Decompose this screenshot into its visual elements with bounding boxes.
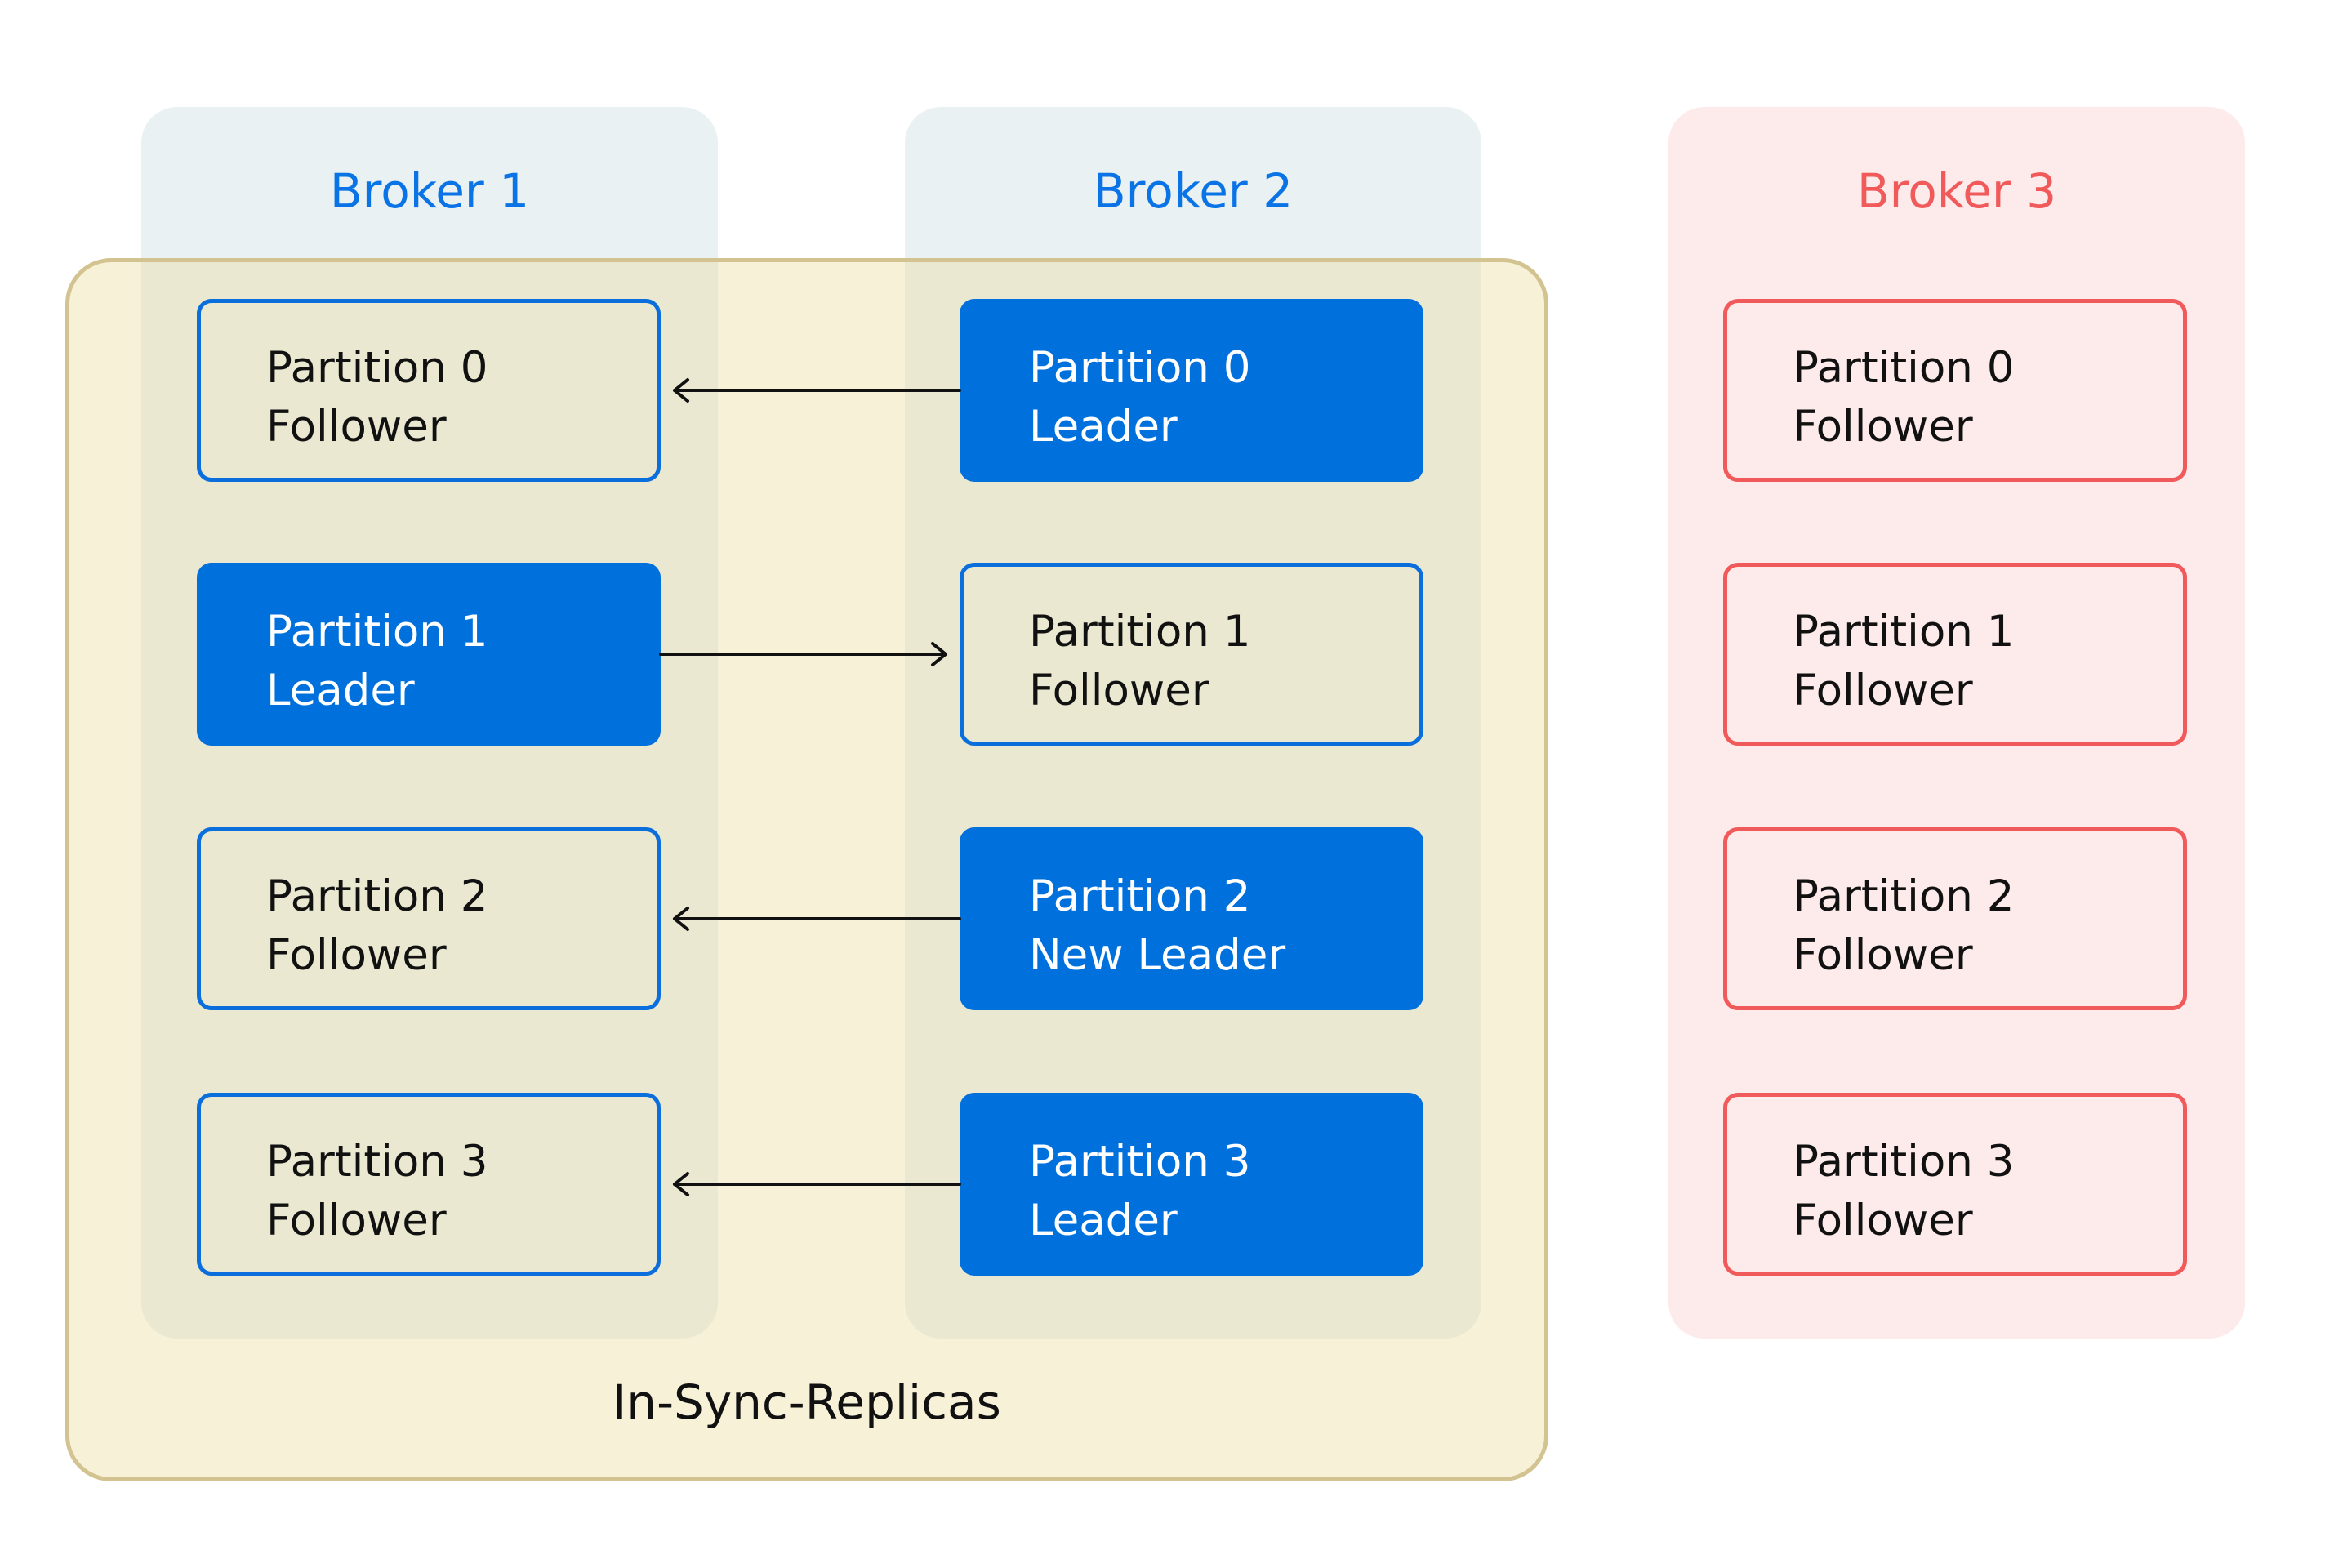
partition-role: Follower	[1793, 1196, 1973, 1245]
broker-1-partition-3: Partition 3 Follower	[197, 1093, 661, 1276]
partition-name: Partition 2	[1793, 871, 2015, 921]
broker-3-partition-0: Partition 0 Follower	[1723, 299, 2187, 482]
partition-name: Partition 0	[1029, 343, 1251, 393]
broker-2-title: Broker 2	[1093, 163, 1294, 219]
partition-name: Partition 2	[1029, 871, 1251, 921]
partition-name: Partition 1	[1029, 607, 1251, 657]
partition-role: Follower	[266, 1196, 447, 1245]
partition-name: Partition 1	[266, 607, 488, 657]
partition-name: Partition 0	[1793, 343, 2015, 393]
partition-role: Leader	[1029, 402, 1178, 452]
partition-role: Follower	[266, 930, 447, 980]
partition-name: Partition 1	[1793, 607, 2015, 657]
broker-2-partition-0: Partition 0 Leader	[960, 299, 1423, 482]
partition-role: Leader	[1029, 1196, 1178, 1245]
partition-name: Partition 3	[1793, 1137, 2015, 1187]
partition-role: Leader	[266, 666, 415, 715]
partition-role: Follower	[266, 402, 447, 452]
broker-2-partition-1: Partition 1 Follower	[960, 563, 1423, 746]
partition-role: New Leader	[1029, 930, 1286, 980]
partition-name: Partition 2	[266, 871, 488, 921]
isr-label: In-Sync-Replicas	[612, 1374, 1001, 1430]
broker-3-partition-1: Partition 1 Follower	[1723, 563, 2187, 746]
broker-2-partition-2: Partition 2 New Leader	[960, 827, 1423, 1010]
broker-1-partition-1: Partition 1 Leader	[197, 563, 661, 746]
partition-name: Partition 0	[266, 343, 488, 393]
broker-1-partition-0: Partition 0 Follower	[197, 299, 661, 482]
partition-name: Partition 3	[1029, 1137, 1251, 1187]
broker-3-partition-3: Partition 3 Follower	[1723, 1093, 2187, 1276]
partition-role: Follower	[1793, 666, 1973, 715]
partition-name: Partition 3	[266, 1137, 488, 1187]
broker-2-partition-3: Partition 3 Leader	[960, 1093, 1423, 1276]
broker-3-partition-2: Partition 2 Follower	[1723, 827, 2187, 1010]
partition-role: Follower	[1793, 402, 1973, 452]
broker-1-title: Broker 1	[329, 163, 530, 219]
broker-1-partition-2: Partition 2 Follower	[197, 827, 661, 1010]
partition-role: Follower	[1029, 666, 1209, 715]
partition-role: Follower	[1793, 930, 1973, 980]
broker-3-column	[1668, 107, 2245, 1339]
broker-3-title: Broker 3	[1856, 163, 2057, 219]
